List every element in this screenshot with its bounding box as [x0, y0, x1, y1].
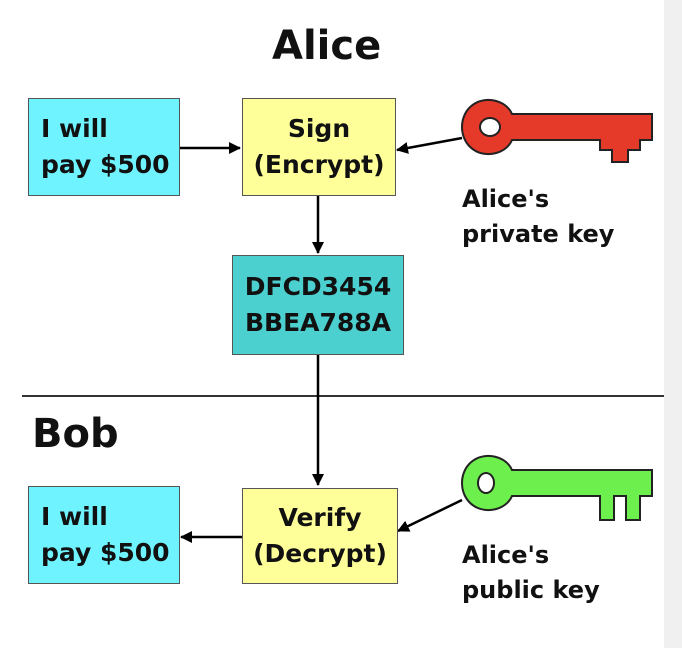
public-key-label-line1: Alice's: [462, 541, 550, 569]
bob-message-line2: pay $500: [41, 538, 170, 567]
signature-line1: DFCD3454: [244, 272, 392, 301]
alice-message-box: I will pay $500: [28, 98, 180, 196]
bob-message-box: I will pay $500: [28, 486, 180, 584]
public-key-icon: [461, 454, 653, 521]
alice-heading: Alice: [272, 23, 382, 69]
private-key-label-line1: Alice's: [462, 185, 550, 213]
bob-message-line1: I will: [41, 502, 108, 531]
arrow-public-key-to-verify: [397, 498, 463, 533]
public-key-label-line2: public key: [462, 576, 600, 604]
sign-line2: (Encrypt): [253, 150, 385, 179]
alice-message-line2: pay $500: [41, 150, 170, 179]
scrollbar-strip: [664, 0, 682, 648]
arrow-private-key-to-sign: [396, 136, 463, 154]
signature-line2: BBEA788A: [244, 308, 392, 337]
bob-heading: Bob: [32, 411, 119, 457]
alice-message-line1: I will: [41, 114, 108, 143]
signature-box: DFCD3454 BBEA788A: [232, 255, 404, 355]
verify-line1: Verify: [278, 503, 362, 532]
private-key-label: Alice's private key: [462, 182, 614, 252]
sign-box: Sign (Encrypt): [242, 98, 396, 196]
verify-box: Verify (Decrypt): [242, 488, 398, 584]
private-key-label-line2: private key: [462, 220, 615, 248]
sign-line1: Sign: [287, 114, 351, 143]
verify-line2: (Decrypt): [253, 539, 387, 568]
private-key-icon: [461, 98, 653, 163]
public-key-label: Alice's public key: [462, 538, 600, 608]
